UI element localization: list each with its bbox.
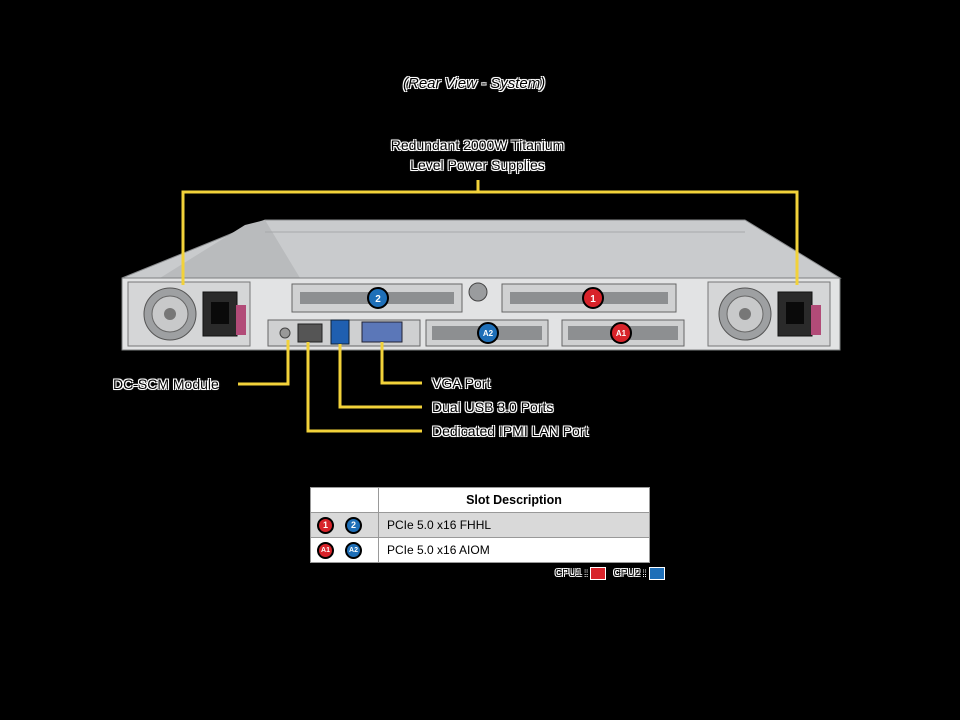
power-supplies-label-line2: Level Power Supplies (410, 157, 545, 173)
badge-slot-a1: A1 (317, 541, 334, 559)
badge-slot-1: 1 (317, 516, 334, 534)
left-power-supply (127, 281, 251, 347)
power-supplies-label-line1: Redundant 2000W Titanium (390, 137, 565, 153)
ipmi-label: Dedicated IPMI LAN Port (432, 423, 589, 439)
slot-a1-badge-text: A1 (616, 329, 627, 338)
table-header-label: Slot Description (378, 487, 650, 513)
vga-port (361, 321, 403, 343)
slot-2-badge-text: 2 (375, 294, 381, 305)
badge-slot-a2: A2 (345, 541, 362, 559)
cpu2-swatch (648, 567, 665, 580)
ipmi-callout-line (306, 342, 422, 433)
table-row-description: PCIe 5.0 x16 FHHL (378, 512, 650, 538)
figure-caption: (Rear View - System) (403, 75, 546, 92)
table-header-row: Slot Description (310, 487, 650, 513)
dc-scm-callout-line (238, 340, 290, 386)
table-header-blank (310, 487, 379, 513)
slot-1-badge: 1 (582, 287, 604, 309)
usb-callout-line (338, 344, 422, 409)
table-row-description: PCIe 5.0 x16 AIOM (378, 537, 650, 563)
power-supplies-label: Redundant 2000W Titanium Level Power Sup… (360, 135, 595, 175)
dc-scm-label: DC-SCM Module (113, 376, 219, 392)
callout-lines (181, 180, 799, 433)
ipmi-lan-port (297, 323, 323, 343)
cpu1-legend-label: CPU1 (555, 568, 582, 579)
right-power-supply (707, 281, 831, 347)
slot-a2-badge-text: A2 (483, 329, 494, 338)
psu-callout-line (181, 190, 799, 285)
vga-callout-line (380, 342, 422, 385)
vga-label: VGA Port (432, 375, 491, 391)
slot-2-badge: 2 (367, 287, 389, 309)
table-row: A1 A2 PCIe 5.0 x16 AIOM (310, 537, 650, 563)
cpu-legend: CPU1: CPU2: (555, 567, 665, 580)
slot-1-badge-text: 1 (590, 294, 596, 305)
table-row-badges: A1 A2 (310, 537, 379, 563)
center-thumbscrew (468, 282, 488, 302)
slot-a2-badge: A2 (477, 322, 499, 344)
cpu1-swatch (590, 567, 607, 580)
usb-label: Dual USB 3.0 Ports (432, 399, 554, 415)
cpu2-legend-label: CPU2 (613, 568, 641, 579)
chassis-top-rail (160, 220, 300, 278)
usb-ports (330, 319, 350, 345)
slot-a1-badge: A1 (610, 322, 632, 344)
badge-slot-2: 2 (345, 516, 362, 534)
